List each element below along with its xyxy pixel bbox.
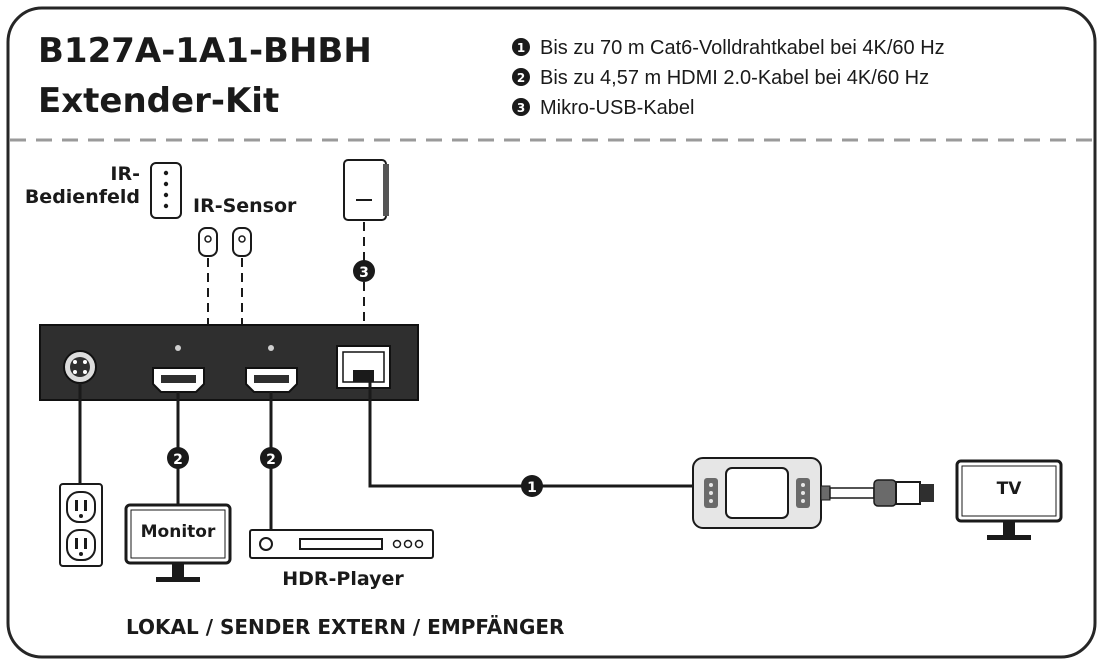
ir-panel-label-line2: Bedienfeld xyxy=(25,186,140,208)
legend-item-3: 3 Mikro-USB-Kabel xyxy=(512,97,694,119)
led-hdmi-out xyxy=(175,345,181,351)
hdmi-cable-player-badge xyxy=(260,447,282,469)
legend-item-2: 2 Bis zu 4,57 m HDMI 2.0-Kabel bei 4K/60… xyxy=(512,67,929,89)
legend-text-2: Bis zu 4,57 m HDMI 2.0-Kabel bei 4K/60 H… xyxy=(540,67,929,89)
diagram-caption: LOKAL / SENDER EXTERN / EMPFÄNGER xyxy=(126,615,564,639)
svg-text:2: 2 xyxy=(517,71,525,85)
usb-cable-badge xyxy=(353,260,375,282)
svg-text:2: 2 xyxy=(266,452,276,468)
ir-sensor-icon-left xyxy=(198,227,218,257)
hdr-player-icon xyxy=(249,529,434,559)
svg-text:1: 1 xyxy=(527,480,537,496)
svg-text:1: 1 xyxy=(517,41,525,55)
ir-sensor-icon-right xyxy=(232,227,252,257)
transmitter-box xyxy=(39,324,419,401)
legend-text-3: Mikro-USB-Kabel xyxy=(540,97,694,119)
led-hdmi-in xyxy=(268,345,274,351)
usb-power-adapter-icon xyxy=(343,159,389,221)
legend-text-1: Bis zu 70 m Cat6-Volldrahtkabel bei 4K/6… xyxy=(540,37,945,59)
ir-panel-icon xyxy=(150,162,182,219)
receiver-box xyxy=(692,457,822,529)
receiver-hdmi-connector xyxy=(820,479,934,507)
hdmi-port-input xyxy=(245,367,298,393)
cat6-cable-badge xyxy=(521,475,543,497)
legend-badge-1 xyxy=(512,38,530,56)
ir-panel-label-line1: IR- xyxy=(110,163,140,185)
hdmi-cable-monitor-badge xyxy=(167,447,189,469)
ir-sensor-label: IR-Sensor xyxy=(193,195,297,217)
legend-item-1: 1 Bis zu 70 m Cat6-Volldrahtkabel bei 4K… xyxy=(512,37,945,59)
power-port xyxy=(63,350,97,384)
monitor-icon xyxy=(124,503,232,582)
legend-badge-2 xyxy=(512,68,530,86)
kit-model-title: B127A-1A1-BHBH xyxy=(38,31,372,71)
legend: 1 Bis zu 70 m Cat6-Volldrahtkabel bei 4K… xyxy=(512,37,945,119)
svg-text:3: 3 xyxy=(359,265,369,281)
cat6-cable xyxy=(368,382,693,488)
hdmi-port-output xyxy=(152,367,205,393)
rj45-port xyxy=(336,345,391,389)
tv-icon xyxy=(955,459,1063,540)
svg-text:2: 2 xyxy=(173,452,183,468)
hdr-player-label: HDR-Player xyxy=(282,568,404,590)
legend-badge-3 xyxy=(512,98,530,116)
wall-outlet-icon xyxy=(59,483,103,567)
svg-text:3: 3 xyxy=(517,101,525,115)
monitor-label: Monitor xyxy=(141,522,216,542)
tv-label: TV xyxy=(997,479,1023,499)
kit-name-title: Extender-Kit xyxy=(38,81,279,121)
